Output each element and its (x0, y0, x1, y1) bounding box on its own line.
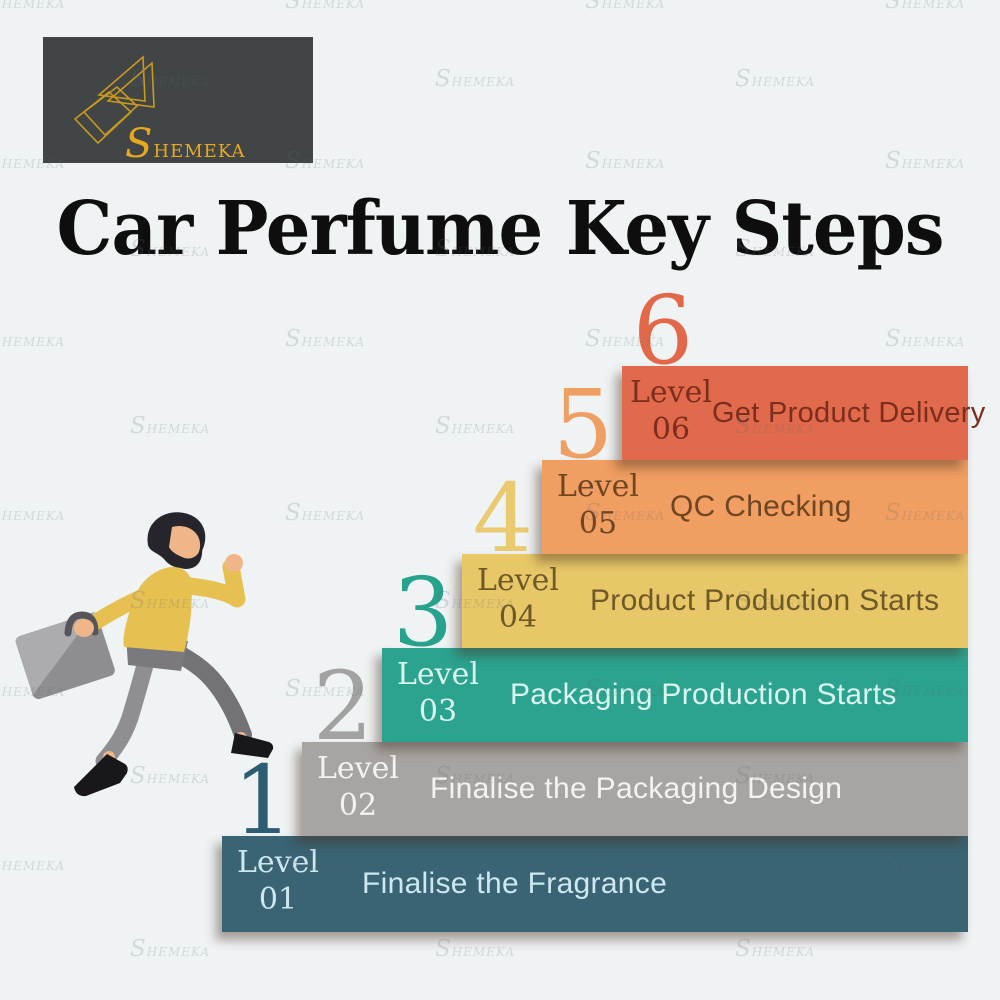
step-level-06: Level 06 Get Product Delivery (622, 366, 985, 460)
step-level-04: Level 04 Product Production Starts (462, 554, 968, 648)
level-label: Level (397, 657, 479, 692)
step-number-1: 1 (232, 746, 294, 856)
level-number: 06 (651, 412, 691, 447)
step-description: Finalise the Fragrance (362, 867, 668, 900)
step-description: QC Checking (670, 490, 852, 523)
watermark: Shemeka (885, 148, 966, 174)
level-label: Level (557, 469, 639, 504)
level-number: 05 (578, 506, 618, 541)
briefcase-handle (64, 611, 99, 637)
brand-logo-icon (73, 55, 155, 145)
level-label: Level (317, 751, 399, 786)
front-shoe (231, 733, 274, 758)
level-label: Level (477, 563, 559, 598)
level-number: 03 (418, 694, 458, 729)
watermark: Shemeka (130, 413, 211, 439)
level-badge: Level 02 (310, 742, 406, 836)
watermark: Shemeka (435, 936, 516, 962)
watermark: Shemeka (0, 0, 66, 14)
step-description: Get Product Delivery (711, 396, 986, 429)
step-number-4: 4 (472, 464, 534, 574)
watermark: Shemeka (285, 500, 366, 526)
hand-gripping (74, 619, 94, 637)
face (169, 525, 201, 563)
watermark: Shemeka (885, 0, 966, 14)
watermark: Shemeka (735, 66, 816, 92)
watermark: Shemeka (285, 0, 366, 14)
back-shoe (74, 754, 128, 797)
watermark: Shemeka (735, 936, 816, 962)
level-badge: Level 06 (630, 366, 712, 460)
left-arm (86, 581, 170, 631)
step-level-03: Level 03 Packaging Production Starts (382, 648, 968, 742)
step-description: Finalise the Packaging Design (430, 772, 843, 805)
watermark: Shemeka (585, 0, 666, 14)
watermark: Shemeka (0, 850, 66, 876)
level-label: Level (630, 375, 712, 410)
step-level-02: Level 02 Finalise the Packaging Design (302, 742, 968, 836)
brand-wordmark: Shemeka (125, 121, 246, 167)
level-badge: Level 01 (230, 836, 326, 932)
level-number: 04 (498, 600, 538, 635)
level-badge: Level 03 (390, 648, 486, 742)
step-level-01: Level 01 Finalise the Fragrance (222, 836, 968, 932)
page-title: Car Perfume Key Steps (56, 186, 944, 272)
watermark: Shemeka (885, 326, 966, 352)
fist (225, 554, 243, 572)
level-badge: Level 05 (550, 460, 646, 554)
step-number-6: 6 (632, 276, 694, 386)
step-number-3: 3 (392, 558, 454, 668)
step-number-2: 2 (312, 652, 374, 762)
step-description: Packaging Production Starts (510, 678, 897, 711)
step-number-5: 5 (552, 370, 614, 480)
level-number: 02 (338, 788, 378, 823)
level-label: Level (237, 845, 319, 880)
watermark: Shemeka (435, 413, 516, 439)
beard (169, 546, 203, 569)
brand-logo-card: Shemeka (43, 37, 313, 167)
level-badge: Level 04 (470, 554, 566, 648)
running-man-illustration (15, 512, 274, 797)
watermark: Shemeka (0, 326, 66, 352)
step-level-05: Level 05 QC Checking (542, 460, 968, 554)
level-number: 01 (258, 882, 298, 917)
watermark: Shemeka (130, 936, 211, 962)
watermark: Shemeka (585, 148, 666, 174)
raised-arm (171, 558, 246, 608)
watermark: Shemeka (285, 326, 366, 352)
watermark: Shemeka (435, 66, 516, 92)
step-description: Product Production Starts (590, 584, 940, 617)
